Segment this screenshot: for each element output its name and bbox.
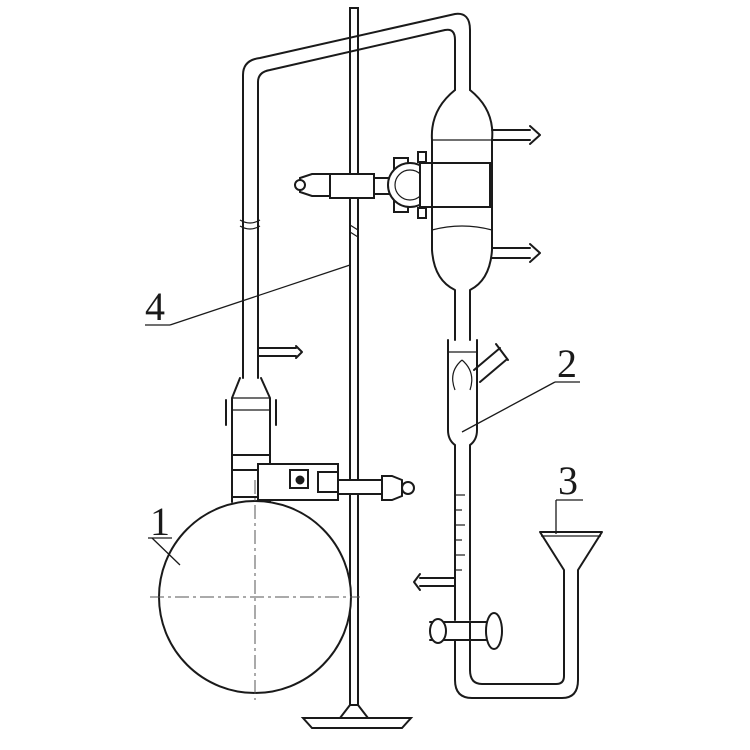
water-inlet (491, 243, 541, 263)
stand-base (300, 717, 414, 729)
condenser (430, 89, 541, 341)
u-tube (454, 584, 579, 699)
retort-stand (300, 7, 414, 729)
part-labels: 1 2 3 4 (145, 264, 583, 566)
stand-foot (337, 704, 371, 719)
funnel (539, 531, 603, 586)
water-trap (413, 339, 579, 699)
graduation-marks (455, 494, 465, 571)
water-outlet (491, 125, 541, 145)
round-bottom-flask (150, 469, 360, 700)
flask-clamp (257, 463, 415, 501)
clamp-screw (381, 475, 403, 501)
label-funnel: 3 (558, 458, 578, 503)
stopcock[interactable] (429, 612, 503, 650)
label-flask: 1 (150, 499, 170, 544)
graduated-tube (454, 479, 471, 621)
condenser-clamp (294, 151, 491, 219)
stand-rod (349, 7, 359, 721)
label-stand: 4 (145, 284, 165, 329)
stopcock-handle[interactable] (485, 612, 503, 650)
vapor-tube (239, 12, 471, 379)
label-trap: 2 (557, 341, 577, 386)
